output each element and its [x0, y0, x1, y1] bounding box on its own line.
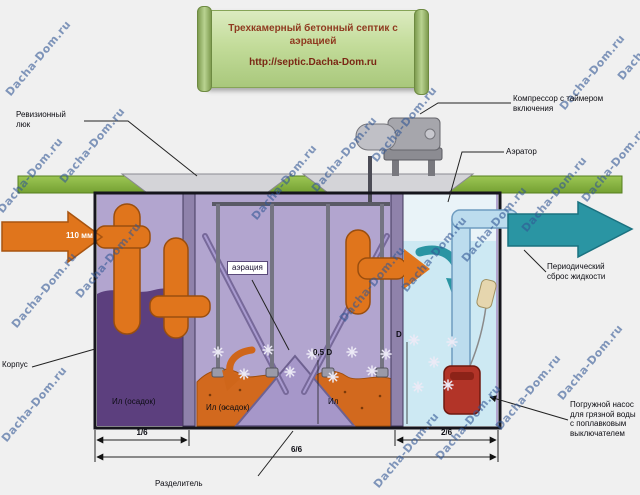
dimension-lines [94, 342, 499, 462]
scroll-roll-left-icon [197, 6, 212, 92]
label-aeration: аэрация [227, 261, 268, 275]
inlet-piping [95, 203, 430, 339]
leader-lines [31, 102, 569, 477]
label-body: Корпус [2, 360, 28, 369]
tank-body-outline [93, 191, 502, 430]
label-separator: Разделитель [155, 479, 203, 488]
label-depth-half: 0,5 D [313, 348, 333, 357]
settling-flow-arrow [222, 346, 256, 391]
label-sludge-right: Ил [328, 397, 339, 406]
float-switch [476, 279, 497, 309]
outlet-flow-arrow [507, 200, 634, 259]
label-sludge-middle: Ил (осадок) [206, 403, 250, 412]
banner-url-link[interactable]: http://septic.Dacha-Dom.ru [249, 57, 377, 68]
label-depth-full: D [396, 330, 402, 339]
label-sludge-left: Ил (осадок) [112, 397, 156, 406]
label-inlet-pipe-size: 110 мм [66, 231, 93, 240]
inlet-flow-arrow [1, 210, 104, 264]
discharge-pipe [451, 209, 519, 377]
label-submersible-pump: Погружной насос для грязной воды с попла… [570, 400, 636, 438]
banner-title: Трехкамерный бетонный септик с аэрацией [228, 23, 398, 47]
label-periodic-discharge: Периодический сброс жидкости [547, 262, 606, 281]
label-dim-total: 6/6 [290, 445, 303, 454]
aerator-pipes [211, 156, 390, 378]
scroll-roll-right-icon [414, 9, 429, 95]
label-dim-left: 1/6 [136, 428, 148, 437]
label-revision-hatch: Ревизионный люк [16, 110, 66, 129]
title-banner: Трехкамерный бетонный септик с аэрацией … [197, 6, 429, 95]
compressor [355, 117, 443, 176]
label-aerator: Аэратор [506, 147, 537, 156]
label-compressor: Компрессор с таймером включения [513, 94, 604, 113]
label-dim-right: 2/6 [440, 428, 453, 437]
submersible-pump [443, 305, 487, 415]
separator-pyramid [233, 354, 357, 427]
